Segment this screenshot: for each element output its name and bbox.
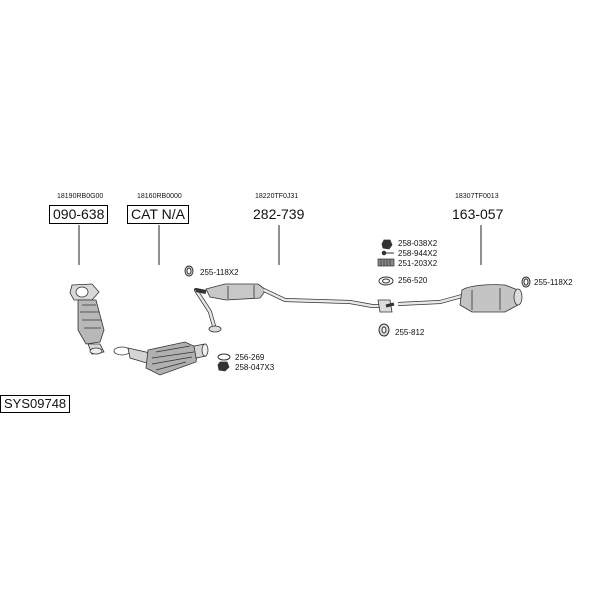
part-number-p3[interactable]: 282-739 [253, 206, 305, 222]
small-part-rubber-mid[interactable]: 255-812 [395, 328, 425, 337]
bolt-rear-icon [381, 250, 394, 256]
small-part-bolt-rear[interactable]: 258-944X2 [398, 249, 438, 258]
part-number-p2[interactable]: CAT N/A [127, 205, 189, 224]
clamp-front-icon [184, 265, 194, 277]
spring-rear-icon [377, 258, 395, 267]
rubber-mid-icon [378, 323, 390, 337]
front-catalyst-drawing [69, 283, 105, 355]
part-number-p1[interactable]: 090-638 [49, 205, 109, 224]
small-part-spring-rear[interactable]: 251-203X2 [398, 259, 438, 268]
small-part-gasket-rear[interactable]: 256-520 [398, 276, 428, 285]
oem-number-p3: 18220TF0J31 [255, 193, 299, 200]
small-part-clamp-front[interactable]: 255-118X2 [200, 268, 239, 277]
nut-front-icon [217, 361, 230, 372]
catalyst-drawing [113, 341, 209, 376]
clamp-rear-icon [521, 276, 531, 288]
gasket-rear-icon [378, 276, 394, 286]
system-code: SYS09748 [0, 395, 71, 413]
nut-rear-icon [381, 239, 393, 250]
small-part-nut-rear[interactable]: 258-038X2 [398, 239, 438, 248]
part-number-p4[interactable]: 163-057 [452, 206, 504, 222]
middle-pipe-drawing [194, 283, 395, 333]
small-part-nut-front[interactable]: 258-047X3 [235, 363, 275, 372]
oem-number-p4: 18307TF0013 [455, 193, 499, 200]
gasket-front-icon [217, 353, 231, 361]
small-part-clamp-rear[interactable]: 255-118X2 [534, 278, 573, 287]
small-part-gasket-front[interactable]: 256-269 [235, 353, 265, 362]
oem-number-p2: 18160RB0000 [137, 193, 182, 200]
oem-number-p1: 18190RB0G00 [57, 193, 104, 200]
rear-muffler-drawing [397, 284, 523, 313]
